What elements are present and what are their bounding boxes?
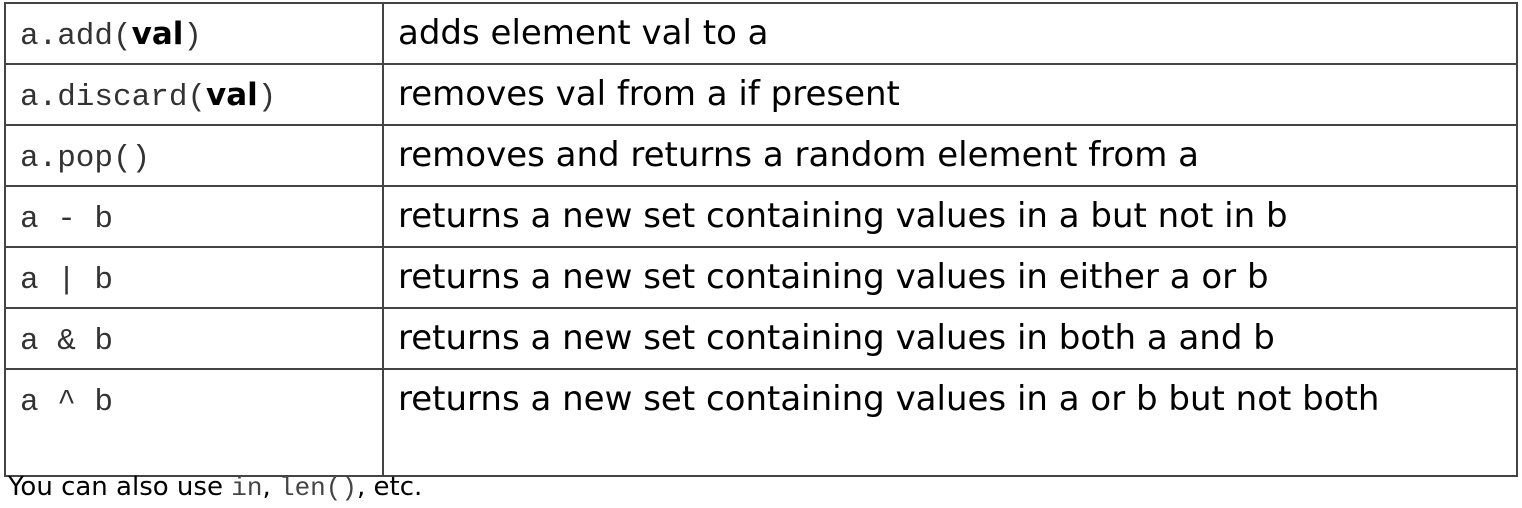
footnote-text: You can also use	[8, 472, 232, 502]
operation-description-cell: returns a new set containing values in b…	[382, 307, 1518, 370]
operation-code-cell: a | b	[4, 246, 384, 309]
code-text: a.discard(	[20, 80, 207, 115]
code-text: )	[257, 80, 277, 115]
operation-description-cell: returns a new set containing values in e…	[382, 246, 1518, 309]
table-row: a ^ b returns a new set containing value…	[4, 368, 1518, 477]
table-row: a & b returns a new set containing value…	[4, 307, 1518, 370]
code-argument: val	[206, 77, 258, 113]
code-text: )	[183, 19, 202, 54]
operation-code-cell: a.add(val)	[4, 2, 384, 65]
footnote-text-end: , etc.	[356, 472, 423, 502]
operation-code-cell: a.discard(val)	[4, 63, 384, 126]
code-text: a.pop()	[20, 141, 151, 176]
operation-description-cell: returns a new set containing values in a…	[382, 368, 1518, 477]
footnote-code-in: in	[231, 473, 263, 503]
operation-code-cell: a & b	[4, 307, 384, 370]
operation-code-cell: a - b	[4, 185, 384, 248]
footnote-separator: ,	[262, 472, 279, 502]
operation-code-cell: a.pop()	[4, 124, 384, 187]
footnote-code-len: len()	[278, 473, 357, 503]
table-row: a.add(val) adds element val to a	[4, 2, 1518, 65]
footnote: You can also use in, len(), etc.	[8, 470, 422, 505]
operation-code-cell: a ^ b	[4, 368, 384, 477]
code-text: a.add(	[20, 19, 132, 54]
table-row: a | b returns a new set containing value…	[4, 246, 1518, 309]
operation-description-cell: removes and returns a random element fro…	[382, 124, 1518, 187]
code-text: a | b	[20, 263, 114, 298]
code-argument: val	[131, 16, 184, 52]
operation-description-cell: removes val from a if present	[382, 63, 1518, 126]
table-row: a - b returns a new set containing value…	[4, 185, 1518, 248]
table-row: a.pop() removes and returns a random ele…	[4, 124, 1518, 187]
set-operations-table: a.add(val) adds element val to a a.disca…	[4, 2, 1518, 477]
code-text: a - b	[20, 202, 114, 237]
operation-description-cell: adds element val to a	[382, 2, 1518, 65]
table-row: a.discard(val) removes val from a if pre…	[4, 63, 1518, 126]
code-text: a ^ b	[20, 385, 114, 420]
operation-description-cell: returns a new set containing values in a…	[382, 185, 1518, 248]
code-text: a & b	[20, 324, 114, 359]
